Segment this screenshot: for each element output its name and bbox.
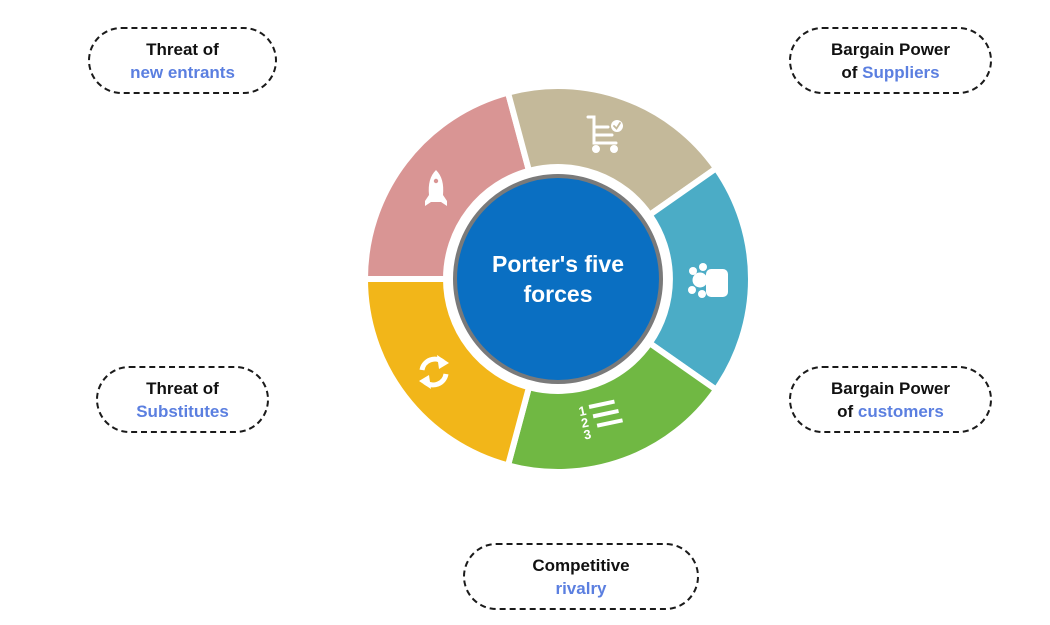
segment-rivalry [504,339,721,475]
label-customers-line-1: Bargain Power [830,378,951,398]
label-rivalry: Competitive rivalry [463,543,699,610]
label-customers-prefix: of [837,401,858,421]
label-new-entrants: Threat of new entrants [88,27,277,94]
svg-text:1: 1 [577,403,587,419]
label-suppliers-line-2: Suppliers [862,62,940,82]
customers-group-icon [688,263,728,298]
svg-text:2: 2 [580,415,590,431]
label-substitutes-line-1: Threat of [146,378,219,398]
label-suppliers-line-1: Bargain Power [830,39,951,59]
label-rivalry-line-1: Competitive [532,555,630,575]
label-new-entrants-line-1: Threat of [146,39,219,59]
label-substitutes: Threat of Substitutes [96,366,269,433]
svg-text:3: 3 [582,426,592,442]
label-suppliers-prefix: of [841,62,863,82]
label-new-entrants-line-2: new entrants [130,62,235,82]
label-rivalry-line-2: rivalry [555,578,607,598]
segment-substitutes [361,276,533,470]
label-customers: Bargain Power of customers [789,366,992,433]
refresh-arrows-icon [419,355,449,389]
label-substitutes-line-2: Substitutes [136,401,229,421]
shopping-cart-check-icon [586,115,623,153]
label-suppliers: Bargain Power of Suppliers [789,27,992,94]
segment-new-entrants [361,88,533,282]
label-customers-line-2: customers [857,401,944,421]
numbered-list-icon: 1 2 3 [577,399,623,443]
rocket-icon [425,170,447,206]
